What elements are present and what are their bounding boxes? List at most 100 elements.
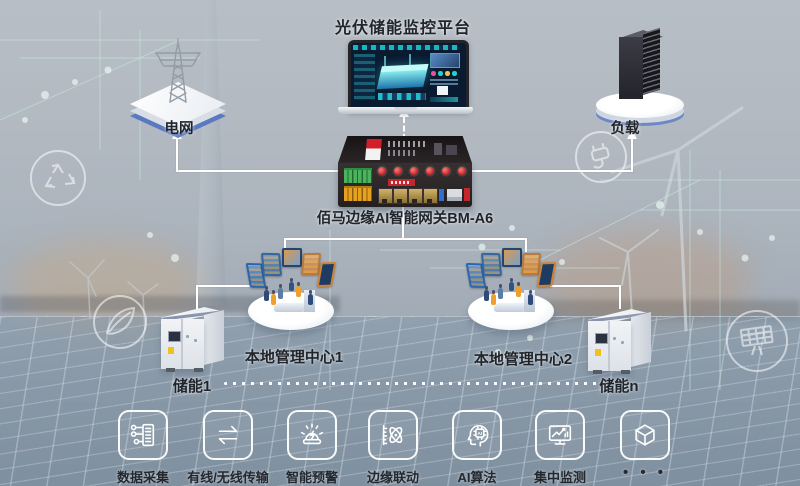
local-management-center-2 — [465, 246, 558, 332]
operator-figure — [516, 282, 521, 297]
gauge-dot — [445, 71, 450, 76]
central-monitoring-icon — [535, 410, 585, 460]
connector-to-mgmt2 — [525, 238, 527, 252]
connector-mgmt1-storage1-v — [196, 285, 198, 309]
cabinet-handle — [194, 339, 197, 342]
gateway-top-lid — [338, 136, 472, 163]
dashboard-crane — [409, 54, 411, 70]
feature-central-monitoring: 集中监测 — [505, 410, 615, 486]
data-collection-icon — [118, 410, 168, 460]
warning-sticker — [595, 349, 601, 356]
antenna-connector — [458, 167, 466, 175]
control-screen — [316, 261, 337, 288]
gateway-antenna-base — [446, 145, 457, 155]
operator-figure — [308, 290, 313, 305]
antenna-connector — [410, 167, 418, 175]
operator-figure — [271, 290, 276, 305]
cabinet-front — [588, 321, 631, 371]
dashboard-crane — [384, 56, 386, 70]
feature-data-collection: 数据采集 — [88, 410, 198, 486]
operator-figure — [289, 278, 294, 291]
cabinet-side — [204, 310, 224, 365]
data-row — [430, 79, 458, 81]
feature-label: AI算法 — [457, 470, 497, 485]
dashboard-tile — [437, 86, 448, 95]
load-node — [590, 27, 690, 126]
ethernet-port — [393, 188, 408, 204]
operator-figure — [491, 290, 496, 305]
feature-label: 有线/无线传输 — [187, 470, 269, 485]
gateway-antenna-base — [434, 143, 442, 155]
connector-to-mgmt1 — [284, 238, 286, 252]
antenna-connector — [426, 167, 434, 175]
data-row — [430, 83, 458, 85]
mgmt-center-1-label: 本地管理中心1 — [244, 349, 344, 366]
feature-label: 边缘联动 — [366, 470, 419, 485]
connector-to-grid — [176, 139, 178, 172]
feature-smart-alert: 智能预警 — [257, 410, 367, 486]
control-screen — [520, 252, 542, 276]
cabinet-foot — [621, 370, 630, 374]
edge-ai-gateway-device — [338, 136, 472, 207]
gateway-label-sticker — [365, 139, 382, 160]
gateway-terminal-orange — [344, 186, 372, 201]
power-connector — [464, 188, 470, 201]
ai-icon-text: AI — [477, 431, 483, 437]
dashboard-camera-view — [430, 53, 460, 68]
connector-mgmt2-storagen-v — [619, 285, 621, 309]
cabinet-handle — [621, 341, 624, 344]
gateway-front-panel — [338, 163, 472, 207]
gauge-dot — [452, 71, 457, 76]
gateway-print — [388, 141, 426, 147]
cabinet-foot — [593, 370, 602, 374]
energy-storage-cabinet-1 — [158, 302, 228, 376]
gauge-dot — [431, 71, 436, 76]
gateway-brand-badge — [388, 179, 415, 186]
wired-wireless-icon — [203, 410, 253, 460]
cabinet-foot — [194, 368, 203, 372]
laptop-base — [338, 107, 473, 114]
usb-port — [439, 189, 444, 201]
feature-label: 数据采集 — [116, 470, 169, 485]
operator-figure — [264, 286, 269, 301]
ethernet-port — [408, 188, 423, 204]
feature-more: • • • — [590, 410, 700, 481]
sunset-glow-left — [10, 240, 200, 330]
leaf-icon — [93, 295, 147, 349]
antenna-connector — [394, 167, 402, 175]
feature-edge-linkage: 边缘联动 — [338, 410, 448, 486]
control-screen — [282, 248, 302, 267]
gauge-dot — [438, 71, 443, 76]
cabinet-display — [168, 331, 181, 342]
more-cube-icon — [620, 410, 670, 460]
dashboard-battery-3d — [376, 68, 428, 90]
dashboard-right-panel — [430, 53, 460, 102]
control-screen — [300, 252, 322, 276]
edge-linkage-icon — [368, 410, 418, 460]
connector-storage-dotted — [224, 382, 598, 385]
operator-figure — [528, 290, 533, 305]
control-screen — [536, 261, 557, 288]
feature-label: 智能预警 — [285, 470, 338, 485]
operator-figure — [278, 284, 283, 299]
mgmt-center-2-label: 本地管理中心2 — [473, 351, 573, 368]
grid-node-label: 电网 — [164, 121, 194, 137]
load-node-label: 负载 — [610, 121, 640, 137]
transmission-tower-icon — [155, 38, 201, 103]
feature-wired-wireless: 有线/无线传输 — [173, 410, 283, 486]
operator-figure — [296, 282, 301, 297]
cabinet-handle — [613, 337, 616, 340]
page-title: 光伏储能监控平台 — [334, 20, 471, 37]
antenna-connector — [378, 167, 386, 175]
ai-algorithm-icon: AI — [452, 410, 502, 460]
connector-to-load — [631, 139, 633, 172]
connector-mgmt2-storagen-h — [550, 285, 621, 287]
feature-ai-algorithm: AI AI算法 — [422, 410, 532, 486]
more-dots-label: • • • — [622, 464, 668, 481]
control-screen — [480, 252, 503, 277]
smart-alert-icon — [287, 410, 337, 460]
dashboard-left-panel — [354, 54, 375, 100]
control-screen — [502, 248, 522, 267]
